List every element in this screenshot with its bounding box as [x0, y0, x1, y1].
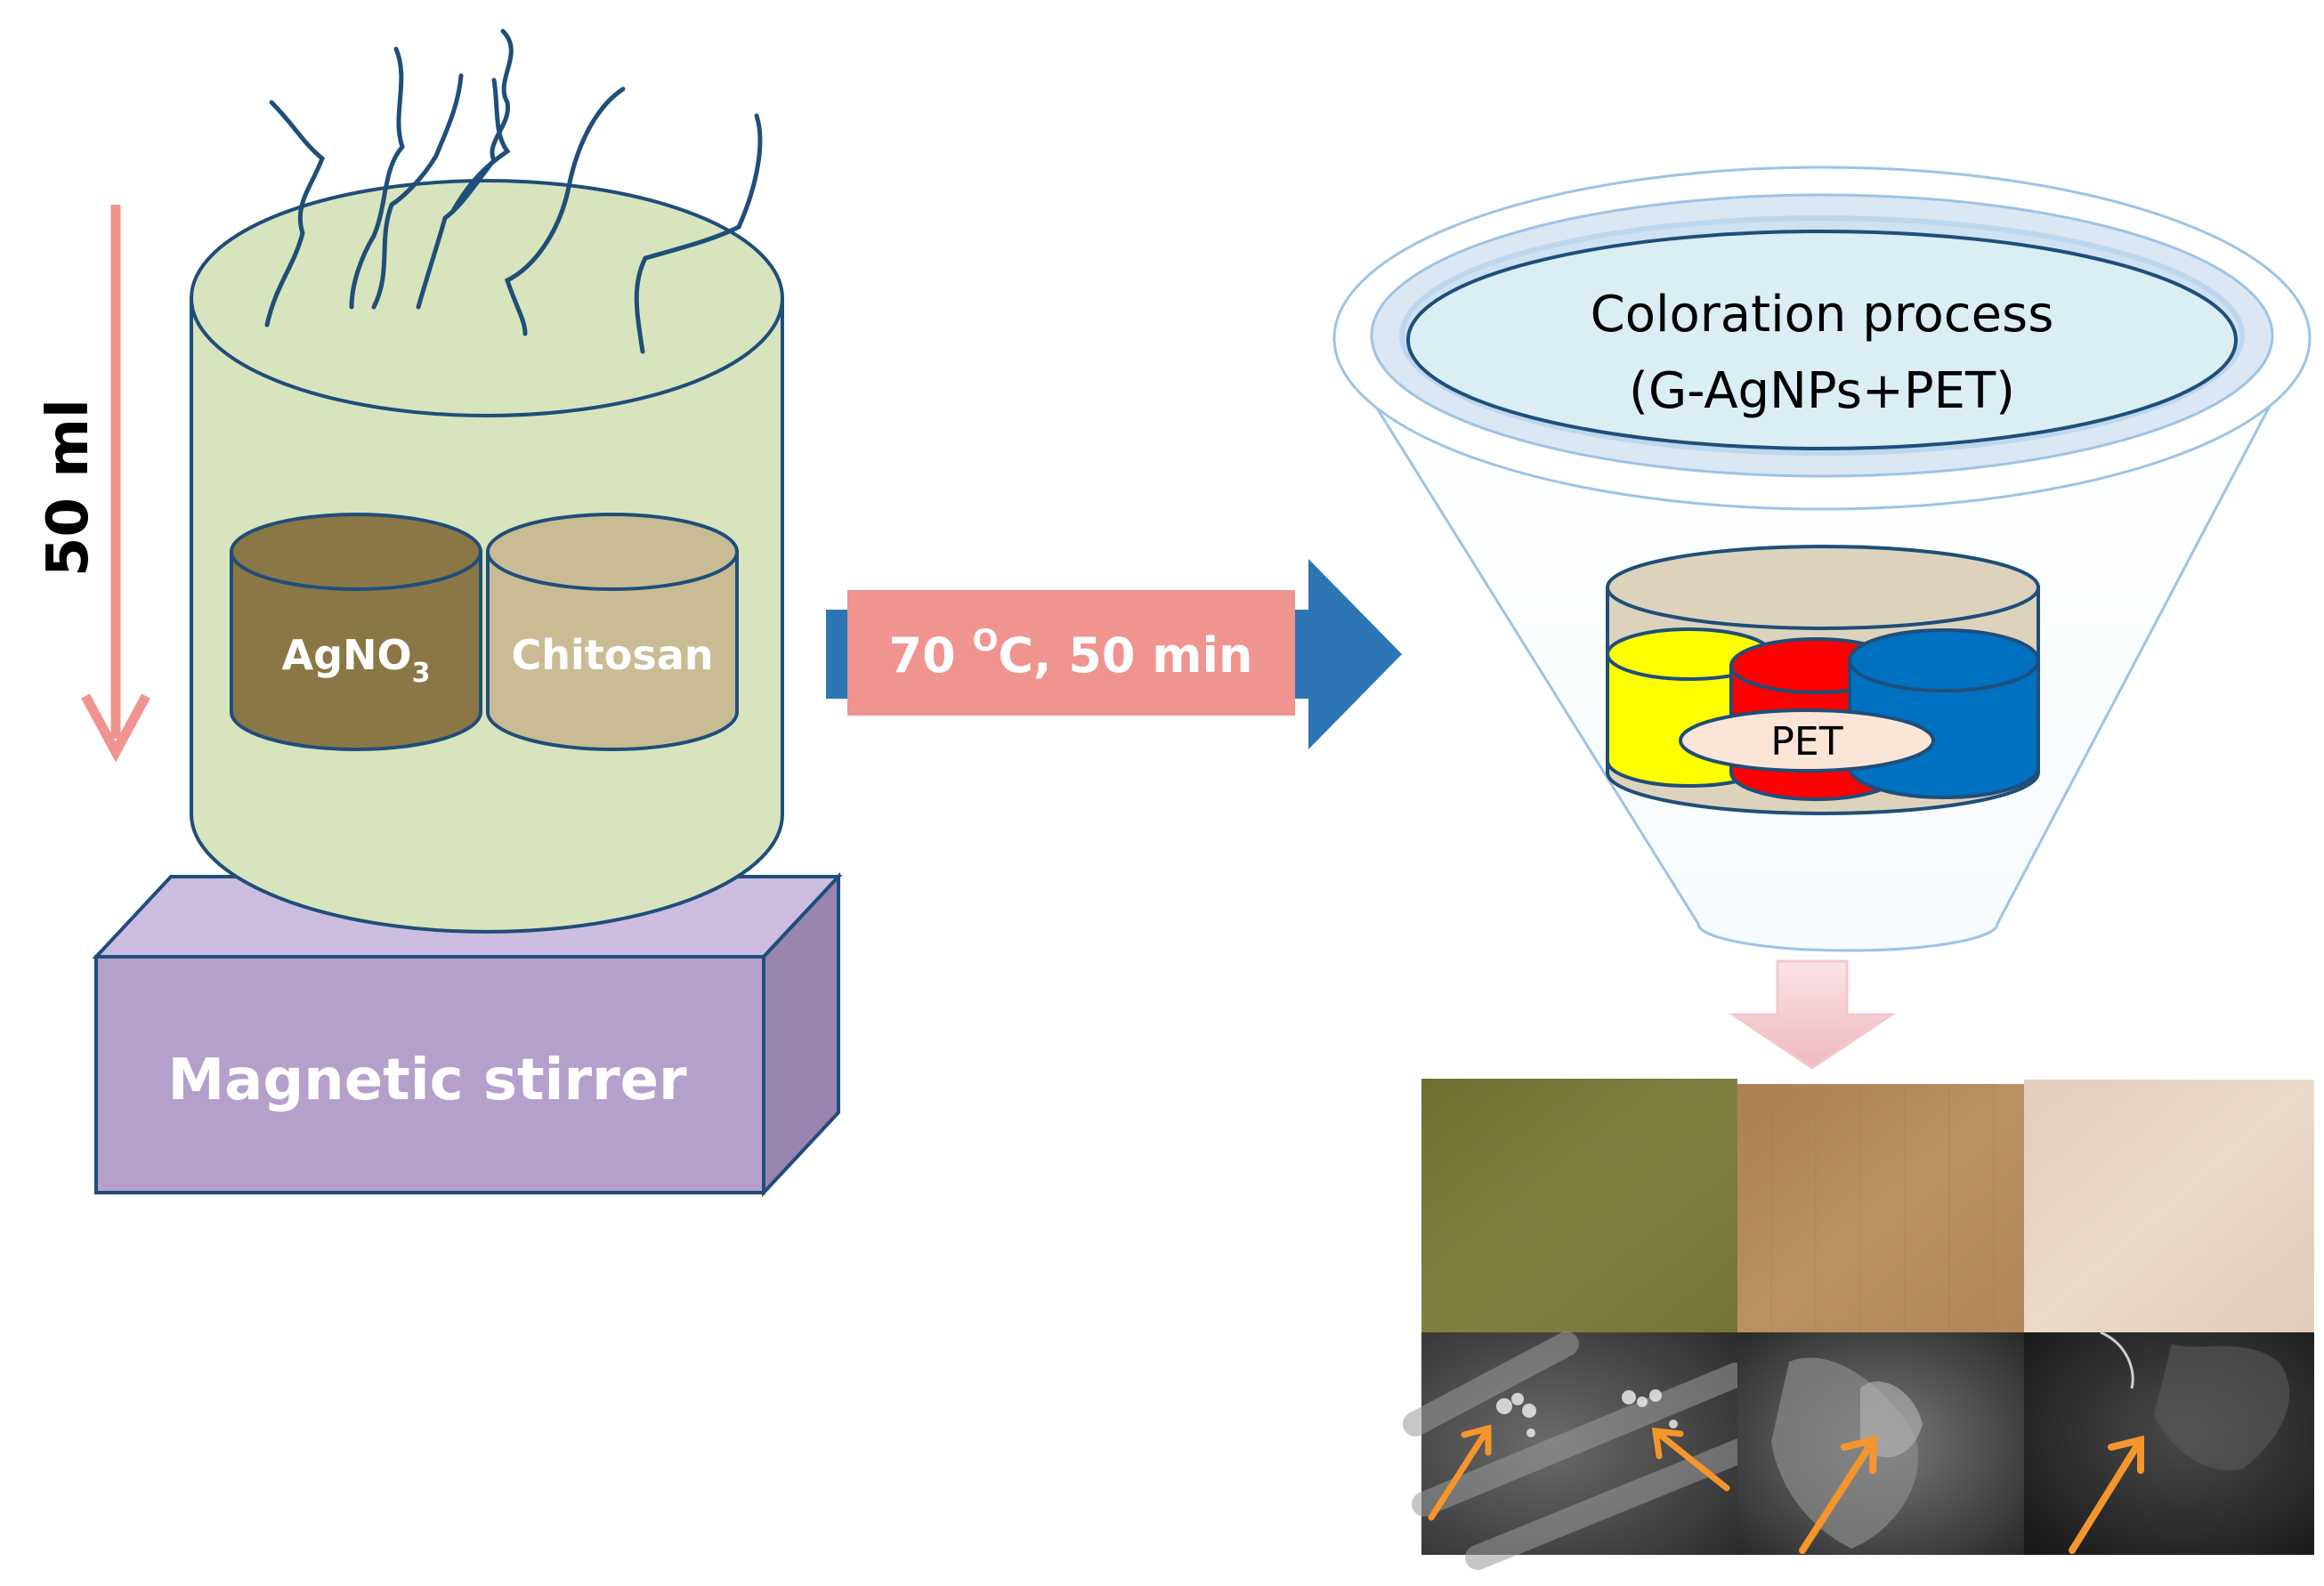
result-down-arrow	[1729, 959, 1896, 1070]
process-arrow	[826, 559, 1402, 749]
agno3-label: AgNO3	[281, 631, 430, 689]
process-conditions-label: 70 OC, 50 min	[889, 623, 1253, 684]
chitosan-label: Chitosan	[511, 631, 713, 679]
coloration-subtitle: (G-AgNPs+PET)	[1629, 362, 2015, 420]
sem-image-1	[1403, 1331, 1753, 1570]
sem-image-3	[2024, 1331, 2314, 1555]
pet-fabric	[1679, 708, 1935, 773]
chitosan-cylinder	[486, 513, 739, 751]
polymer-chains-icon	[264, 28, 763, 354]
fabric-swatch-green	[1421, 1079, 1737, 1332]
stirrer-label: Magnetic stirrer	[167, 1048, 687, 1113]
fabric-swatch-cream	[2024, 1080, 2314, 1332]
coloration-title: Coloration process	[1591, 286, 2054, 344]
volume-label: 50 ml	[36, 399, 101, 577]
fabric-swatch-brown	[1737, 1084, 2024, 1334]
volume-arrow	[81, 205, 150, 763]
agno3-cylinder	[230, 513, 482, 751]
sem-image-2	[1737, 1332, 2024, 1555]
pet-label: PET	[1770, 719, 1842, 765]
